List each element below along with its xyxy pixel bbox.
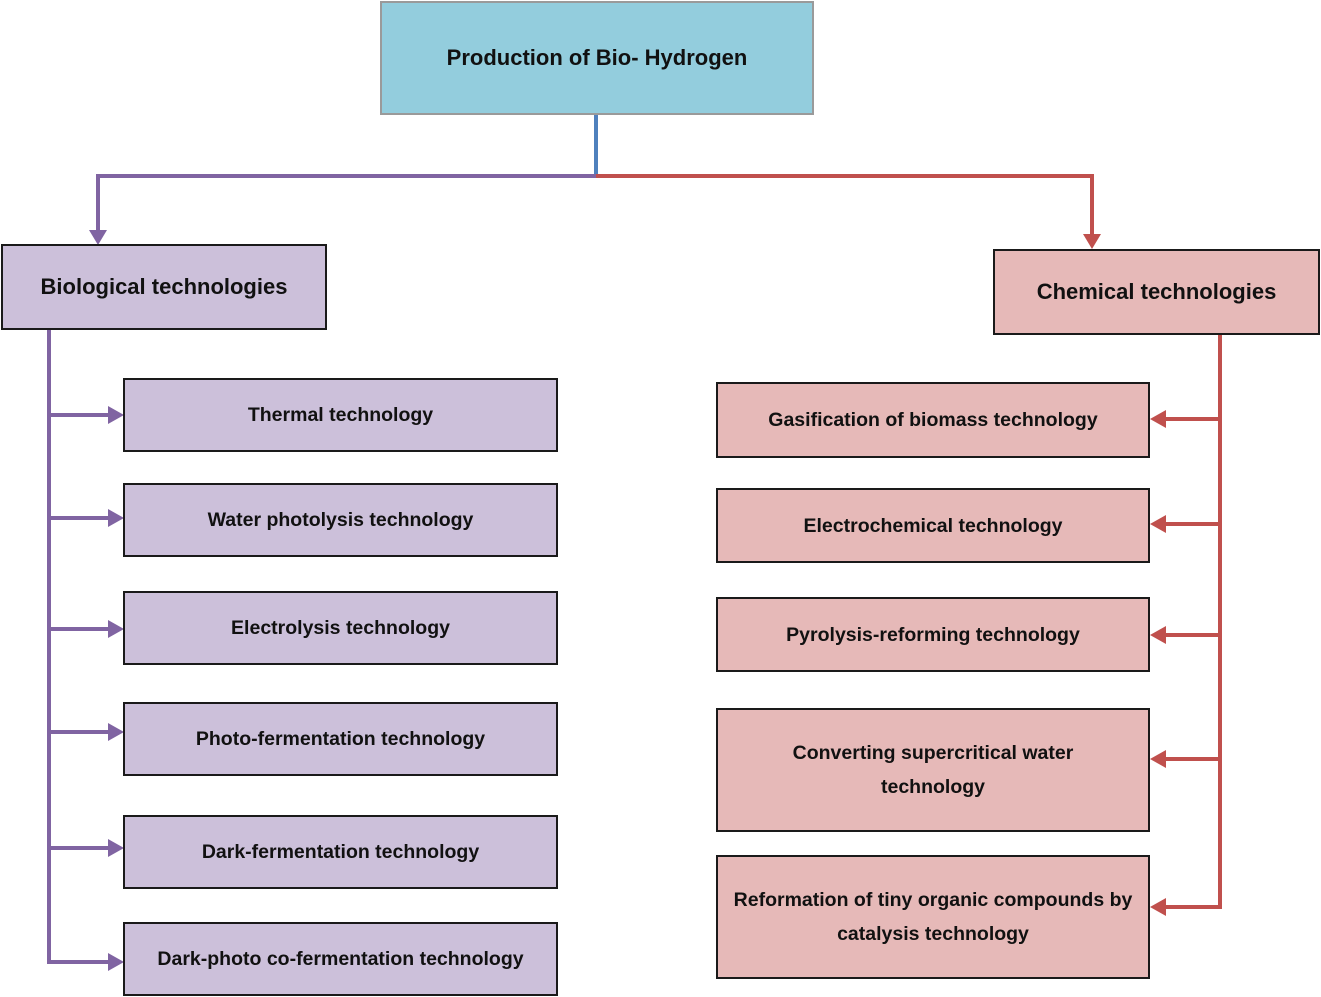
root-to-biological-arrow: [89, 230, 107, 245]
root-node: Production of Bio- Hydrogen: [380, 1, 814, 115]
chemical-item-label: Electrochemical technology: [803, 514, 1063, 537]
chemical-category-node: Chemical technologies: [993, 249, 1320, 335]
biological-item-node: Photo-fermentation technology: [123, 702, 558, 776]
biological-item-node: Water photolysis technology: [123, 483, 558, 557]
biological-item-node: Thermal technology: [123, 378, 558, 452]
biological-item-label: Dark-fermentation technology: [201, 840, 480, 863]
chemical-item-label: Pyrolysis-reforming technology: [786, 623, 1080, 646]
biological-item-node: Dark-photo co-fermentation technology: [123, 922, 558, 996]
biological-item-label: Electrolysis technology: [231, 616, 450, 639]
chemical-branch-arrows: [1150, 410, 1220, 916]
biological-item-label: Water photolysis technology: [207, 508, 474, 531]
root-to-chemical-arrow: [1083, 234, 1101, 249]
chemical-item-label: Reformation of tiny organic compounds by…: [733, 889, 1133, 945]
biological-branch-arrows: [49, 406, 124, 971]
chemical-item-label: Gasification of biomass technology: [768, 409, 1098, 431]
biological-item-node: Electrolysis technology: [123, 591, 558, 665]
biological-item-label: Thermal technology: [247, 403, 434, 426]
root-node-label: Production of Bio- Hydrogen: [446, 45, 748, 70]
chemical-item-node: Reformation of tiny organic compounds by…: [716, 855, 1150, 979]
chemical-item-node: Pyrolysis-reforming technology: [716, 597, 1150, 672]
chemical-item-node: Electrochemical technology: [716, 488, 1150, 563]
chemical-item-label: Converting supercritical water technolog…: [792, 742, 1074, 798]
chemical-item-node: Gasification of biomass technology: [716, 382, 1150, 458]
biological-item-node: Dark-fermentation technology: [123, 815, 558, 889]
biological-category-node: Biological technologies: [1, 244, 327, 330]
chemical-category-label: Chemical technologies: [1036, 279, 1277, 304]
biological-item-label: Dark-photo co-fermentation technology: [157, 947, 524, 970]
root-to-biological-line: [96, 174, 596, 232]
chemical-item-node: Converting supercritical water technolog…: [716, 708, 1150, 832]
root-to-chemical-line: [596, 174, 1094, 236]
biological-item-label: Photo-fermentation technology: [195, 727, 486, 750]
biological-category-label: Biological technologies: [40, 274, 288, 299]
